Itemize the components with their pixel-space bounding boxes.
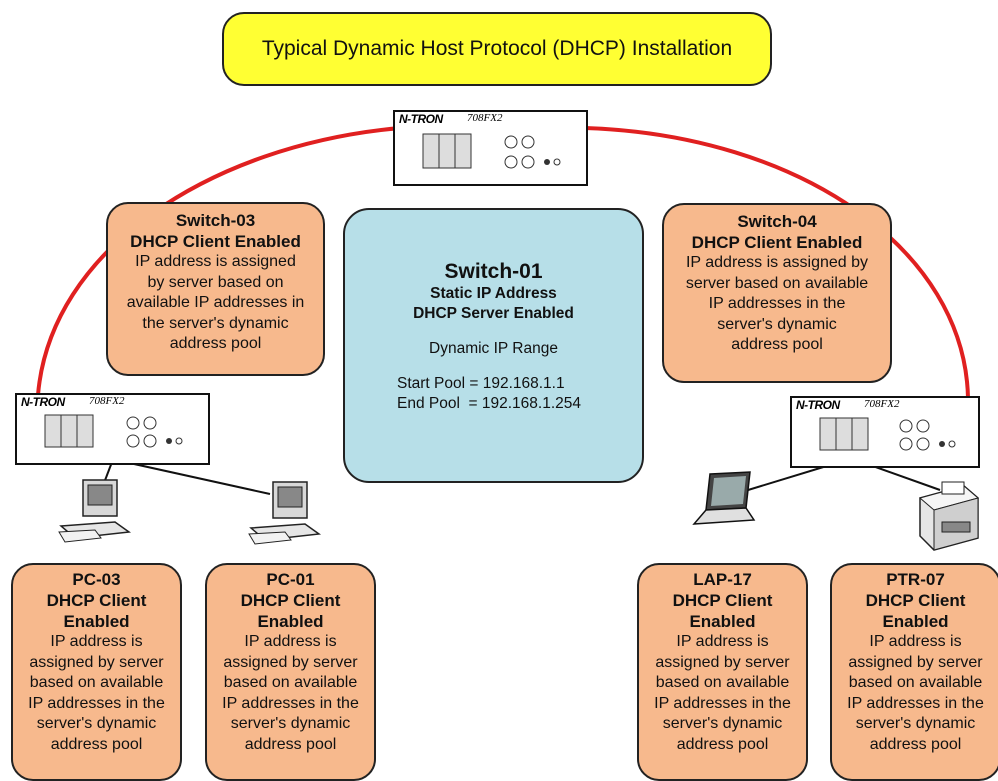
printer-icon	[918, 481, 980, 551]
switch-03-desc-line: IP address is assigned	[135, 253, 296, 270]
diagram-title: Typical Dynamic Host Protocol (DHCP) Ins…	[222, 12, 772, 86]
client-desc-line: assigned by server	[655, 653, 790, 671]
client-desc-line: based on available	[655, 674, 790, 691]
switch-04-desc-line: address pool	[731, 336, 823, 353]
client-desc-line: IP addresses in the	[28, 694, 165, 712]
switch-ports-icon	[44, 414, 183, 448]
client-desc-line: IP addresses in the	[222, 694, 359, 712]
device-model: 708FX2	[467, 112, 503, 124]
client-desc-line: assigned by server	[223, 653, 358, 671]
client-desc-line: assigned by server	[29, 653, 164, 671]
client-desc-line: address pool	[869, 735, 962, 753]
switch-03-desc-line: available IP addresses in	[126, 294, 305, 311]
client-desc-line: server's dynamic	[662, 715, 783, 732]
switch-ports-icon	[422, 133, 561, 169]
client-status: DHCP Client	[240, 591, 341, 610]
switch-04-desc-line: server's dynamic	[717, 315, 837, 333]
switch-04-info-box: Switch-04 DHCP Client Enabled IP address…	[662, 203, 892, 383]
switch-03-desc-line: by server based on	[147, 273, 284, 291]
start-pool: Start Pool = 192.168.1.1	[397, 375, 565, 392]
client-status: Enabled	[257, 612, 324, 631]
client-desc-line: IP address is	[50, 633, 143, 650]
client-status: DHCP Client	[672, 591, 773, 610]
switch-04-device: N-TRON 708FX2	[790, 396, 980, 468]
switch-04-status: DHCP Client Enabled	[691, 233, 863, 252]
end-pool: End Pool = 192.168.1.254	[397, 395, 582, 412]
client-status: Enabled	[882, 612, 949, 631]
link-switch04-ptr07	[869, 464, 941, 491]
switch-03-desc-line: the server's dynamic	[142, 314, 289, 332]
switch-01-dhcp-server: DHCP Server Enabled	[413, 305, 574, 322]
device-brand: N-TRON	[399, 112, 443, 126]
client-status: DHCP Client	[46, 591, 147, 610]
desktop-pc-icon	[58, 479, 132, 543]
switch-01-static-ip: Static IP Address	[430, 285, 557, 302]
client-desc-line: server's dynamic	[855, 715, 976, 732]
client-desc-line: IP address is	[676, 633, 769, 650]
client-desc-line: IP addresses in the	[847, 694, 984, 712]
client-desc-line: address pool	[676, 735, 769, 753]
switch-01-device: N-TRON 708FX2	[393, 110, 588, 186]
switch-ports-icon	[819, 417, 956, 451]
switch-03-desc-line: address pool	[169, 335, 262, 352]
switch-03-info-box: Switch-03 DHCP Client Enabled IP address…	[106, 202, 325, 376]
client-desc-line: server's dynamic	[36, 715, 157, 732]
switch-04-desc-line: IP addresses in the	[708, 295, 846, 312]
client-status: DHCP Client	[865, 591, 966, 610]
switch-01-server-box: Switch-01 Static IP Address DHCP Server …	[343, 208, 644, 483]
client-desc-line: based on available	[223, 674, 358, 691]
client-desc-line: assigned by server	[848, 653, 983, 671]
switch-04-name: Switch-04	[737, 212, 817, 231]
device-brand: N-TRON	[796, 398, 840, 412]
client-desc-line: IP addresses in the	[654, 694, 791, 712]
client-status: Enabled	[63, 612, 130, 631]
laptop-icon	[692, 471, 756, 525]
client-name: PC-03	[72, 570, 121, 589]
ptr-07-info-box: PTR-07 DHCP Client Enabled IP address is…	[830, 563, 998, 781]
switch-03-device: N-TRON 708FX2	[15, 393, 210, 465]
pc-01-info-box: PC-01 DHCP Client Enabled IP address is …	[205, 563, 376, 781]
switch-04-desc-line: server based on available	[685, 274, 869, 292]
client-desc-line: server's dynamic	[230, 715, 351, 732]
device-model: 708FX2	[89, 395, 125, 407]
switch-01-name: Switch-01	[444, 260, 543, 283]
switch-03-name: Switch-03	[175, 211, 256, 230]
client-desc-line: based on available	[848, 674, 983, 691]
client-desc-line: address pool	[244, 735, 337, 753]
lap-17-info-box: LAP-17 DHCP Client Enabled IP address is…	[637, 563, 808, 781]
client-status: Enabled	[689, 612, 756, 631]
desktop-pc-icon	[248, 481, 322, 545]
client-desc-line: address pool	[50, 735, 143, 753]
pc-03-info-box: PC-03 DHCP Client Enabled IP address is …	[11, 563, 182, 781]
client-desc-line: IP address is	[244, 633, 337, 650]
switch-04-desc-line: IP address is assigned by	[685, 254, 869, 271]
client-desc-line: based on available	[29, 674, 164, 691]
client-name: PTR-07	[886, 570, 945, 589]
client-name: PC-01	[266, 570, 315, 589]
client-desc-line: IP address is	[869, 633, 962, 650]
dynamic-ip-range-label: Dynamic IP Range	[429, 340, 558, 357]
switch-03-status: DHCP Client Enabled	[130, 232, 301, 251]
link-switch03-pc01	[124, 461, 271, 495]
device-model: 708FX2	[864, 398, 900, 410]
client-name: LAP-17	[693, 570, 752, 589]
device-brand: N-TRON	[21, 395, 65, 409]
link-switch04-lap17	[734, 464, 831, 495]
